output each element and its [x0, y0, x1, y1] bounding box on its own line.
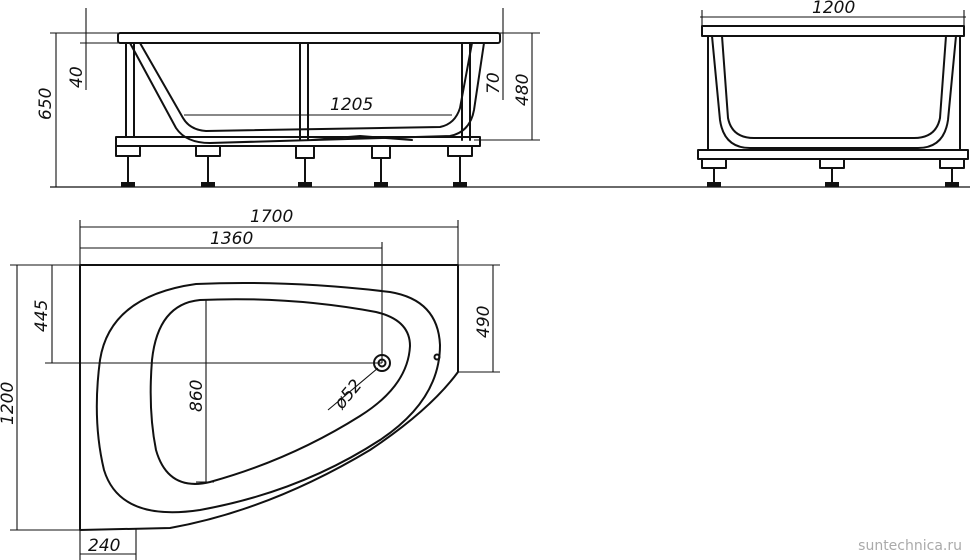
end-foot-2 [819, 158, 845, 169]
end-tub-basin [721, 35, 947, 139]
side-foot-pad-2 [201, 182, 215, 187]
end-foot-1 [701, 158, 727, 169]
side-foot-pad-5 [453, 182, 467, 187]
watermark: suntechnica.ru [858, 538, 962, 554]
end-foot-pad-1 [707, 182, 721, 187]
plan-view: 1700 1360 445 490 1200 860 ø52 240 [0, 207, 500, 560]
end-foot-pad-2 [825, 182, 839, 187]
end-view: 1200 [697, 0, 969, 187]
end-tub-shell [711, 35, 957, 149]
side-bottom-frame [115, 136, 481, 147]
plan-overflow [433, 353, 441, 361]
dim-240-label: 240 [88, 536, 120, 556]
dim-445-label: 445 [32, 300, 52, 332]
dim-1360-label: 1360 [210, 229, 253, 249]
side-foot-pad-1 [121, 182, 135, 187]
plan-basin-curve [149, 298, 411, 485]
dim-40-label: 40 [67, 66, 87, 88]
dim-d52-label: ø52 [330, 376, 367, 414]
dim-860-label: 860 [187, 380, 207, 412]
dim-490-label: 490 [474, 306, 494, 338]
plan-outline [79, 264, 459, 531]
side-foot-5 [447, 145, 473, 157]
side-foot-pad-4 [374, 182, 388, 187]
side-drain-pipe [311, 135, 413, 141]
end-bottom-frame [697, 149, 969, 160]
dim-70-label: 70 [484, 72, 504, 94]
side-rim [117, 32, 501, 44]
plan-rim-curve [95, 282, 441, 514]
end-rim [701, 25, 965, 37]
dim-1205-label: 1205 [330, 95, 373, 115]
side-tub-basin [139, 42, 473, 132]
side-foot-4 [371, 145, 391, 159]
side-view: 650 40 70 480 1205 [36, 8, 970, 188]
side-foot-pad-3 [298, 182, 312, 187]
side-foot-1 [115, 145, 141, 157]
end-foot-3 [939, 158, 965, 169]
dim-1200-top-label: 1200 [812, 0, 855, 18]
dim-d52-leader [327, 367, 379, 411]
side-foot-3 [295, 145, 315, 159]
dim-1700-label: 1700 [250, 207, 293, 227]
side-foot-2 [195, 145, 221, 157]
dim-1200-left-label: 1200 [0, 382, 18, 425]
end-foot-pad-3 [945, 182, 959, 187]
dim-650-label: 650 [36, 88, 56, 120]
dim-480-label: 480 [513, 74, 533, 106]
